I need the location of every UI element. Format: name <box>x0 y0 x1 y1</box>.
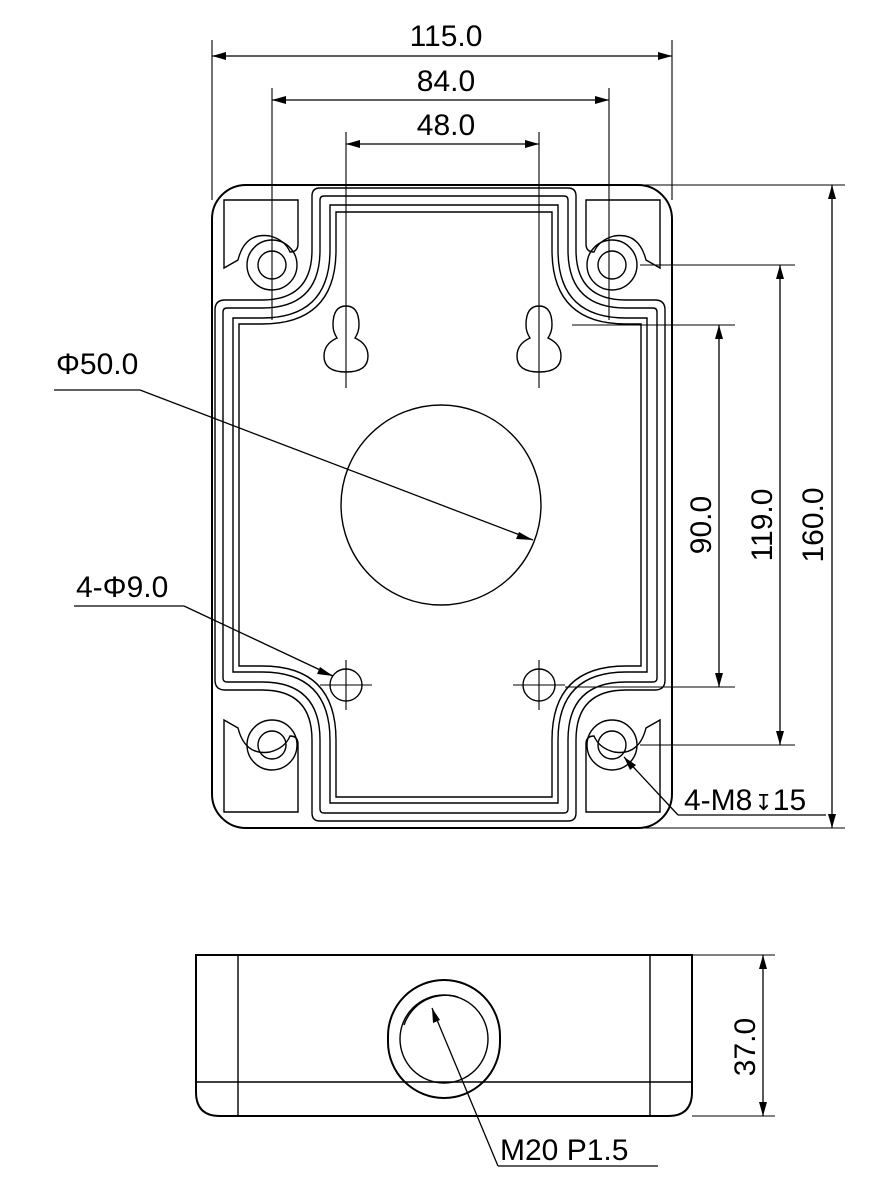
dim-hole-spacing-outer: 84.0 <box>272 65 609 104</box>
callout-mount-holes: 4-Φ9.0 <box>74 571 334 677</box>
dim-height-inner-label: 90.0 <box>685 496 718 554</box>
side-housing-outline <box>195 954 693 1117</box>
gasket-groove-innermost <box>238 211 642 798</box>
threaded-hole-bottom-right <box>586 719 638 771</box>
keyhole-slot-left <box>323 305 369 373</box>
dim-height-mid: 119.0 <box>746 265 784 745</box>
corner-pocket-bottom-left <box>223 718 299 813</box>
dim-height-inner: 90.0 <box>685 325 723 687</box>
center-lines <box>211 40 845 829</box>
callout-threaded-holes-label: 4-M8↧15 <box>684 784 806 817</box>
callout-center-hole: Φ50.0 <box>54 348 534 541</box>
callout-mount-holes-label: 4-Φ9.0 <box>76 571 168 604</box>
gasket-groove-inner <box>232 204 648 804</box>
dim-width-overall: 115.0 <box>212 20 672 60</box>
side-view: 37.0 M20 P1.5 <box>195 954 775 1167</box>
dim-hole-spacing-inner: 48.0 <box>346 109 539 148</box>
dim-side-height: 37.0 <box>692 954 775 1117</box>
top-view: 115.0 84.0 48.0 90.0 119.0 <box>54 20 845 829</box>
corner-pocket-top-left <box>223 199 299 270</box>
dim-width-overall-label: 115.0 <box>410 20 483 53</box>
threaded-hole-top-right <box>586 239 638 291</box>
dim-height-mid-label: 119.0 <box>746 489 779 562</box>
callout-thread: M20 P1.5 <box>431 1007 658 1167</box>
keyhole-slot-right <box>516 305 562 373</box>
corner-pocket-top-right <box>585 199 661 270</box>
dim-height-overall-label: 160.0 <box>797 487 830 562</box>
dim-height-overall: 160.0 <box>797 185 836 828</box>
threaded-hole-bottom-left <box>246 719 298 771</box>
callout-threaded-holes: 4-M8↧15 <box>623 756 826 817</box>
callout-thread-label: M20 P1.5 <box>500 1134 628 1167</box>
dim-hole-spacing-inner-label: 48.0 <box>417 109 475 142</box>
callout-center-hole-label: Φ50.0 <box>56 348 138 381</box>
gasket-groove-mid <box>222 195 658 814</box>
housing-outline <box>211 184 673 829</box>
cable-gland-port <box>387 979 501 1099</box>
gasket-groove-outer <box>214 187 666 822</box>
center-hole <box>340 404 542 606</box>
corner-pocket-bottom-right <box>585 718 661 813</box>
dim-side-height-label: 37.0 <box>729 1018 762 1076</box>
dim-hole-spacing-outer-label: 84.0 <box>417 65 475 98</box>
